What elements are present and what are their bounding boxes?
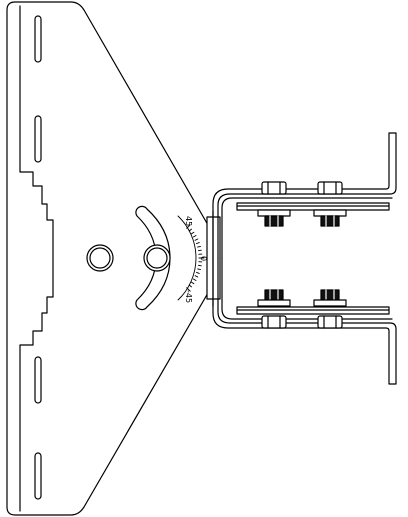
hex-nut bbox=[320, 215, 340, 227]
scale-tick bbox=[197, 245, 201, 248]
hex-nut bbox=[264, 215, 284, 227]
scale-tick bbox=[186, 224, 191, 229]
pivot-hole bbox=[86, 244, 114, 272]
hex-nut bbox=[320, 289, 340, 301]
hex-bolt bbox=[257, 289, 291, 329]
lower-clamp-inner-line bbox=[221, 257, 393, 320]
hex-bolt bbox=[313, 289, 347, 329]
scale-tick bbox=[194, 238, 199, 241]
scale-arc bbox=[177, 215, 197, 301]
slot bbox=[34, 356, 42, 404]
pivot-hole-inner bbox=[89, 247, 111, 269]
scale-tick bbox=[197, 264, 202, 267]
hex-bolt bbox=[313, 181, 347, 227]
scale-tick bbox=[196, 242, 200, 245]
scale-tick bbox=[194, 275, 199, 278]
hex-head bbox=[261, 315, 287, 329]
scale-tick bbox=[192, 235, 197, 238]
upper-bolts bbox=[257, 181, 347, 227]
washer bbox=[257, 299, 291, 307]
hex-head bbox=[261, 181, 287, 195]
label-0: 0 bbox=[199, 256, 208, 261]
slot bbox=[34, 115, 42, 163]
upper-clamp bbox=[212, 132, 397, 259]
label-45: 45 bbox=[184, 216, 193, 226]
upper-clamp-bent-strip bbox=[212, 132, 397, 259]
lower-clamp-bent-strip bbox=[212, 257, 397, 385]
stepped-edge bbox=[19, 5, 54, 512]
hex-bolt bbox=[257, 181, 291, 227]
lower-bolts bbox=[257, 289, 347, 329]
washer bbox=[313, 299, 347, 307]
slot bbox=[34, 15, 42, 63]
scale-tick bbox=[192, 278, 197, 281]
arc-slot-bolt-inner bbox=[146, 247, 168, 269]
edge-slots bbox=[34, 15, 42, 500]
hex-head bbox=[317, 181, 343, 195]
scale-ticks bbox=[186, 224, 205, 292]
arc-slot-bolt bbox=[143, 244, 171, 272]
washer bbox=[313, 209, 347, 217]
protractor-scale: 45 0 -45 bbox=[177, 215, 208, 303]
scale-tick bbox=[196, 271, 200, 274]
upper-clamp-inner-line bbox=[221, 197, 393, 259]
label-neg-45: -45 bbox=[184, 290, 193, 303]
scale-tick bbox=[186, 287, 191, 292]
scale-tick bbox=[188, 284, 192, 288]
hex-head bbox=[317, 315, 343, 329]
pivot-adjustment bbox=[86, 205, 171, 311]
scale-tick bbox=[188, 228, 192, 232]
scale-tick bbox=[197, 268, 201, 271]
hex-nut bbox=[264, 289, 284, 301]
scale-tick bbox=[190, 231, 195, 235]
scale-tick bbox=[197, 249, 202, 252]
scale-tick bbox=[190, 281, 195, 285]
lower-clamp bbox=[212, 257, 397, 385]
washer bbox=[257, 209, 291, 217]
slot bbox=[34, 452, 42, 500]
